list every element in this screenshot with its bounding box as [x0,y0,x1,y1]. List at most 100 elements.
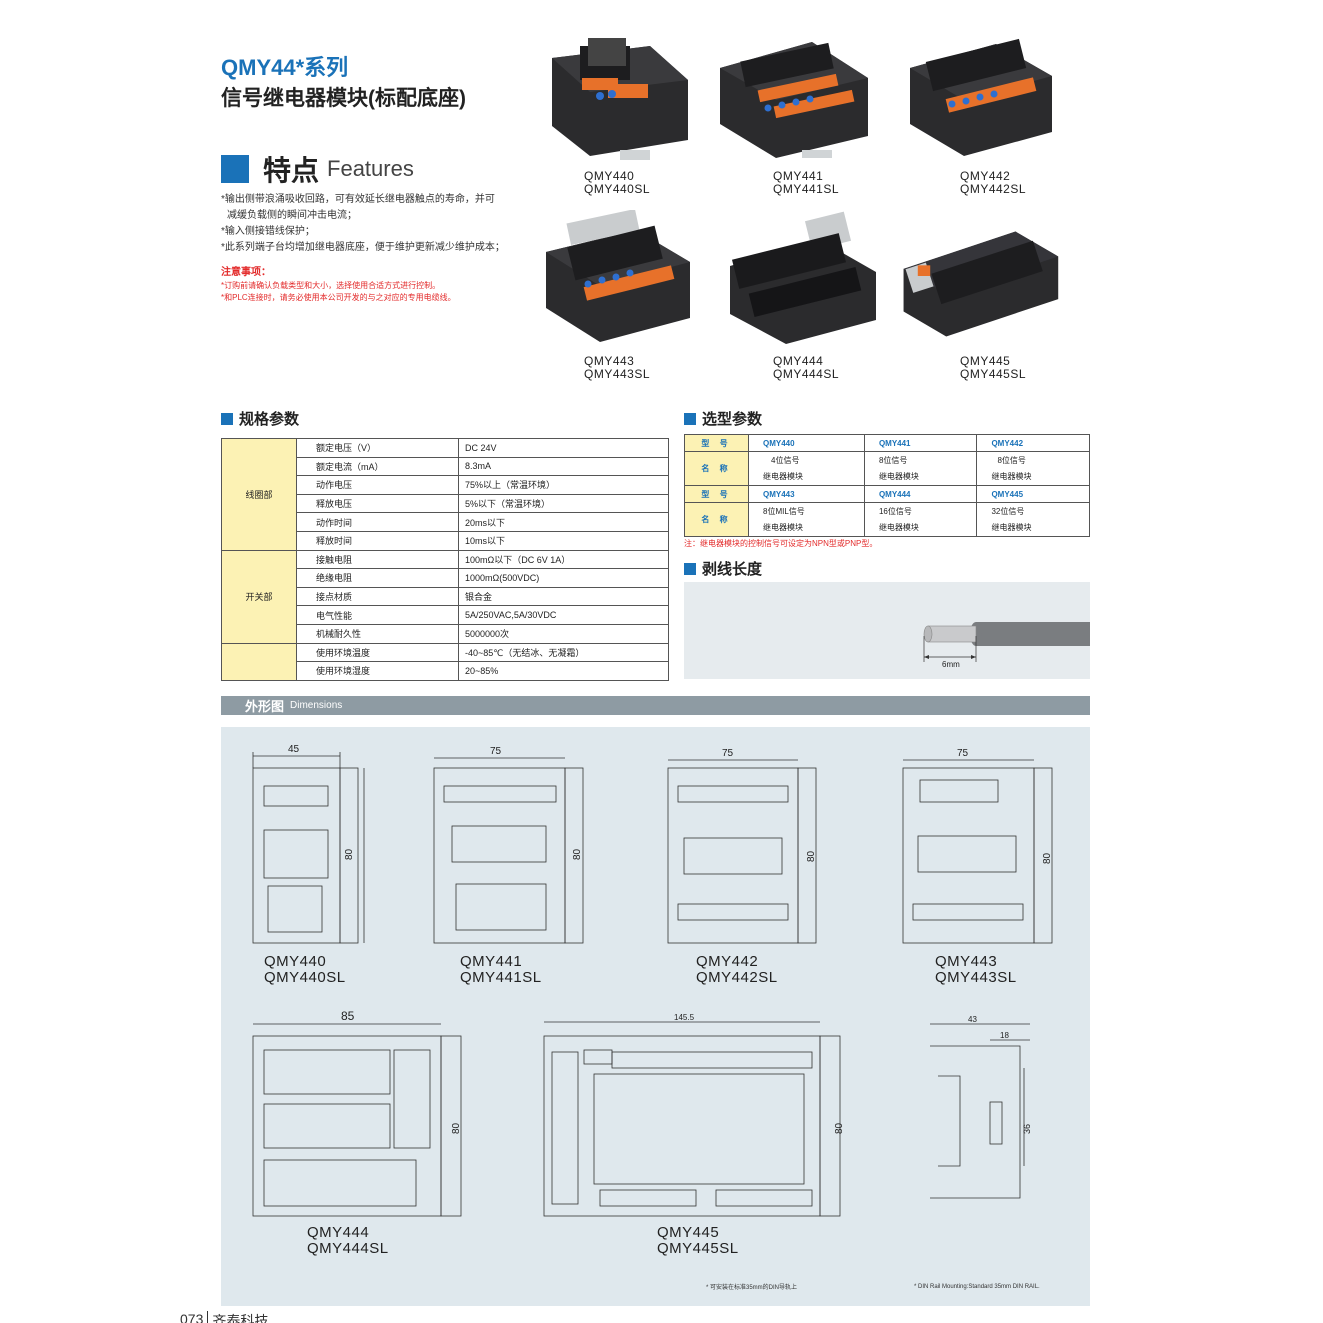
dim-width-qmy443: 75 [957,748,969,759]
table-row: 名 称 8位MIL信号 16位信号 32位信号 [684,502,1090,537]
feature-item: *输入侧接错线保护； [221,226,315,237]
dimensions-panel [221,727,1090,1306]
product-label: QMY443 QMY443SL [584,355,650,381]
table-row: 接点材质银合金 [222,586,669,607]
section-square-icon [684,562,696,575]
product-model-sl: QMY443SL [584,367,651,381]
drawing-label: QMY445 QMY445SL [657,1225,739,1257]
table-row: 继电器模块 继电器模块 继电器模块 [685,519,1090,537]
feature-item: *此系列端子台均增加继电器底座，便于维护更新减少维护成本； [221,242,505,253]
drawing-model: QMY442 [696,953,759,970]
product-model-sl: QMY440SL [584,182,651,196]
drawing-model-sl: QMY441SL [460,969,542,986]
notes-list: *订购前请确认负载类型和大小，选择使用合适方式进行控制。 *和PLC连接时，请务… [221,280,456,304]
spec-title: 规格参数 [239,411,300,428]
dim-height-qmy444: 80 [451,1122,462,1134]
drawing-label: QMY442 QMY442SL [696,954,778,986]
spec-heading: 规格参数 [221,408,299,429]
drawing-qmy441 [433,757,584,944]
dim-height-qmy442: 80 [806,850,817,862]
group-switch: 开关部 [221,549,297,644]
selection-title: 选型参数 [702,411,763,428]
company-name: 齐泰科技 [212,1313,269,1323]
din-note-en: * DIN Rail Mounting:Standard 35mm DIN RA… [914,1284,1040,1290]
series-title: QMY44*系列 [221,55,349,80]
drawing-label: QMY443 QMY443SL [935,954,1017,986]
dimensions-title-cn: 外形图 [245,699,285,714]
spec-name: 动作电压 [296,475,459,495]
product-model-sl: QMY441SL [773,182,840,196]
drawing-model-sl: QMY443SL [935,969,1017,986]
dim-width-qmy441: 75 [490,746,502,757]
dim-side-height: 36 [1022,1124,1032,1134]
product-model: QMY444 [773,354,824,368]
page-subtitle: 信号继电器模块(标配底座) [221,87,466,110]
product-label: QMY444 QMY444SL [773,355,839,381]
features-heading: 特点 Features [221,152,414,186]
strip-diagram: 6mm [684,582,1090,679]
name-cell: 8位信号 [976,451,1090,469]
product-image-qmy445 [903,231,1059,337]
spec-value: DC 24V [458,438,669,458]
drawing-model: QMY440 [264,953,327,970]
name-cell: 继电器模块 [976,519,1090,537]
section-square-icon [221,155,249,183]
dim-width-qmy440: 45 [288,744,300,755]
din-note-cn: * 可安装在标准35mm的DIN导轨上 [706,1285,798,1291]
drawing-model: QMY441 [460,953,523,970]
product-image-qmy441 [720,42,868,158]
product-model: QMY441 [773,169,824,183]
drawing-model-sl: QMY445SL [657,1240,739,1257]
dimensions-title-en: Dimensions [290,700,343,711]
drawing-model: QMY443 [935,953,998,970]
features-title-en: Features [327,156,414,181]
spec-value: 75%以上（常温环境） [458,475,669,495]
drawing-model-sl: QMY442SL [696,969,778,986]
product-model: QMY443 [584,354,635,368]
product-model-sl: QMY445SL [960,367,1027,381]
features-title-cn: 特点 [263,155,320,186]
features-list: *输出侧带浪涌吸收回路，可有效延长继电器触点的寿命，并可 减缓负载侧的瞬间冲击电… [221,192,521,256]
table-row: 额定电流（mA）8.3mA [222,456,669,477]
footer-divider [207,1311,209,1323]
drawing-model: QMY445 [657,1224,720,1241]
table-row: 使用环境温度-40~85℃（无结冰、无凝霜） [221,642,669,681]
product-model: QMY442 [960,169,1011,183]
product-model: QMY445 [960,354,1011,368]
drawing-label: QMY441 QMY441SL [460,954,542,986]
dim-side-total: 43 [968,1015,977,1024]
drawing-model-sl: QMY440SL [264,969,346,986]
product-model: QMY440 [584,169,635,183]
table-row: 名 称 4位信号 8位信号 8位信号 [684,451,1090,486]
product-image-qmy444 [730,211,876,344]
drawing-model: QMY444 [307,1224,370,1241]
name-label: 名 称 [684,502,749,537]
selection-note: 注：继电器模块的控制信号可设定为NPN型或PNP型。 [684,539,878,548]
strip-length-label: 6mm [942,660,960,669]
section-square-icon [684,412,696,425]
drawing-qmy443 [902,759,1053,944]
name-label: 名 称 [684,451,749,486]
drawing-label: QMY440 QMY440SL [264,954,346,986]
name-cell: 4位信号 [748,451,865,469]
table-row: 型 号 QMY443 QMY444 QMY445 [684,485,1090,503]
model-label: 型 号 [684,485,749,503]
product-image-qmy443 [546,210,690,342]
product-label: QMY442 QMY442SL [960,170,1026,196]
drawing-side-view [930,1023,1030,1199]
dim-height-qmy443: 80 [1042,852,1053,864]
table-row: 型 号 QMY440 QMY441 QMY442 [684,434,1090,452]
spec-value: 8.3mA [458,456,669,477]
name-cell: 继电器模块 [748,519,865,537]
drawing-qmy445 [543,1021,841,1217]
feature-item: *输出侧带浪涌吸收回路，可有效延长继电器触点的寿命，并可 [221,194,495,205]
dim-height-qmy441: 80 [572,848,583,860]
product-model-sl: QMY444SL [773,367,840,381]
drawing-label: QMY444 QMY444SL [307,1225,389,1257]
dim-width-qmy442: 75 [722,748,734,759]
product-label: QMY441 QMY441SL [773,170,839,196]
